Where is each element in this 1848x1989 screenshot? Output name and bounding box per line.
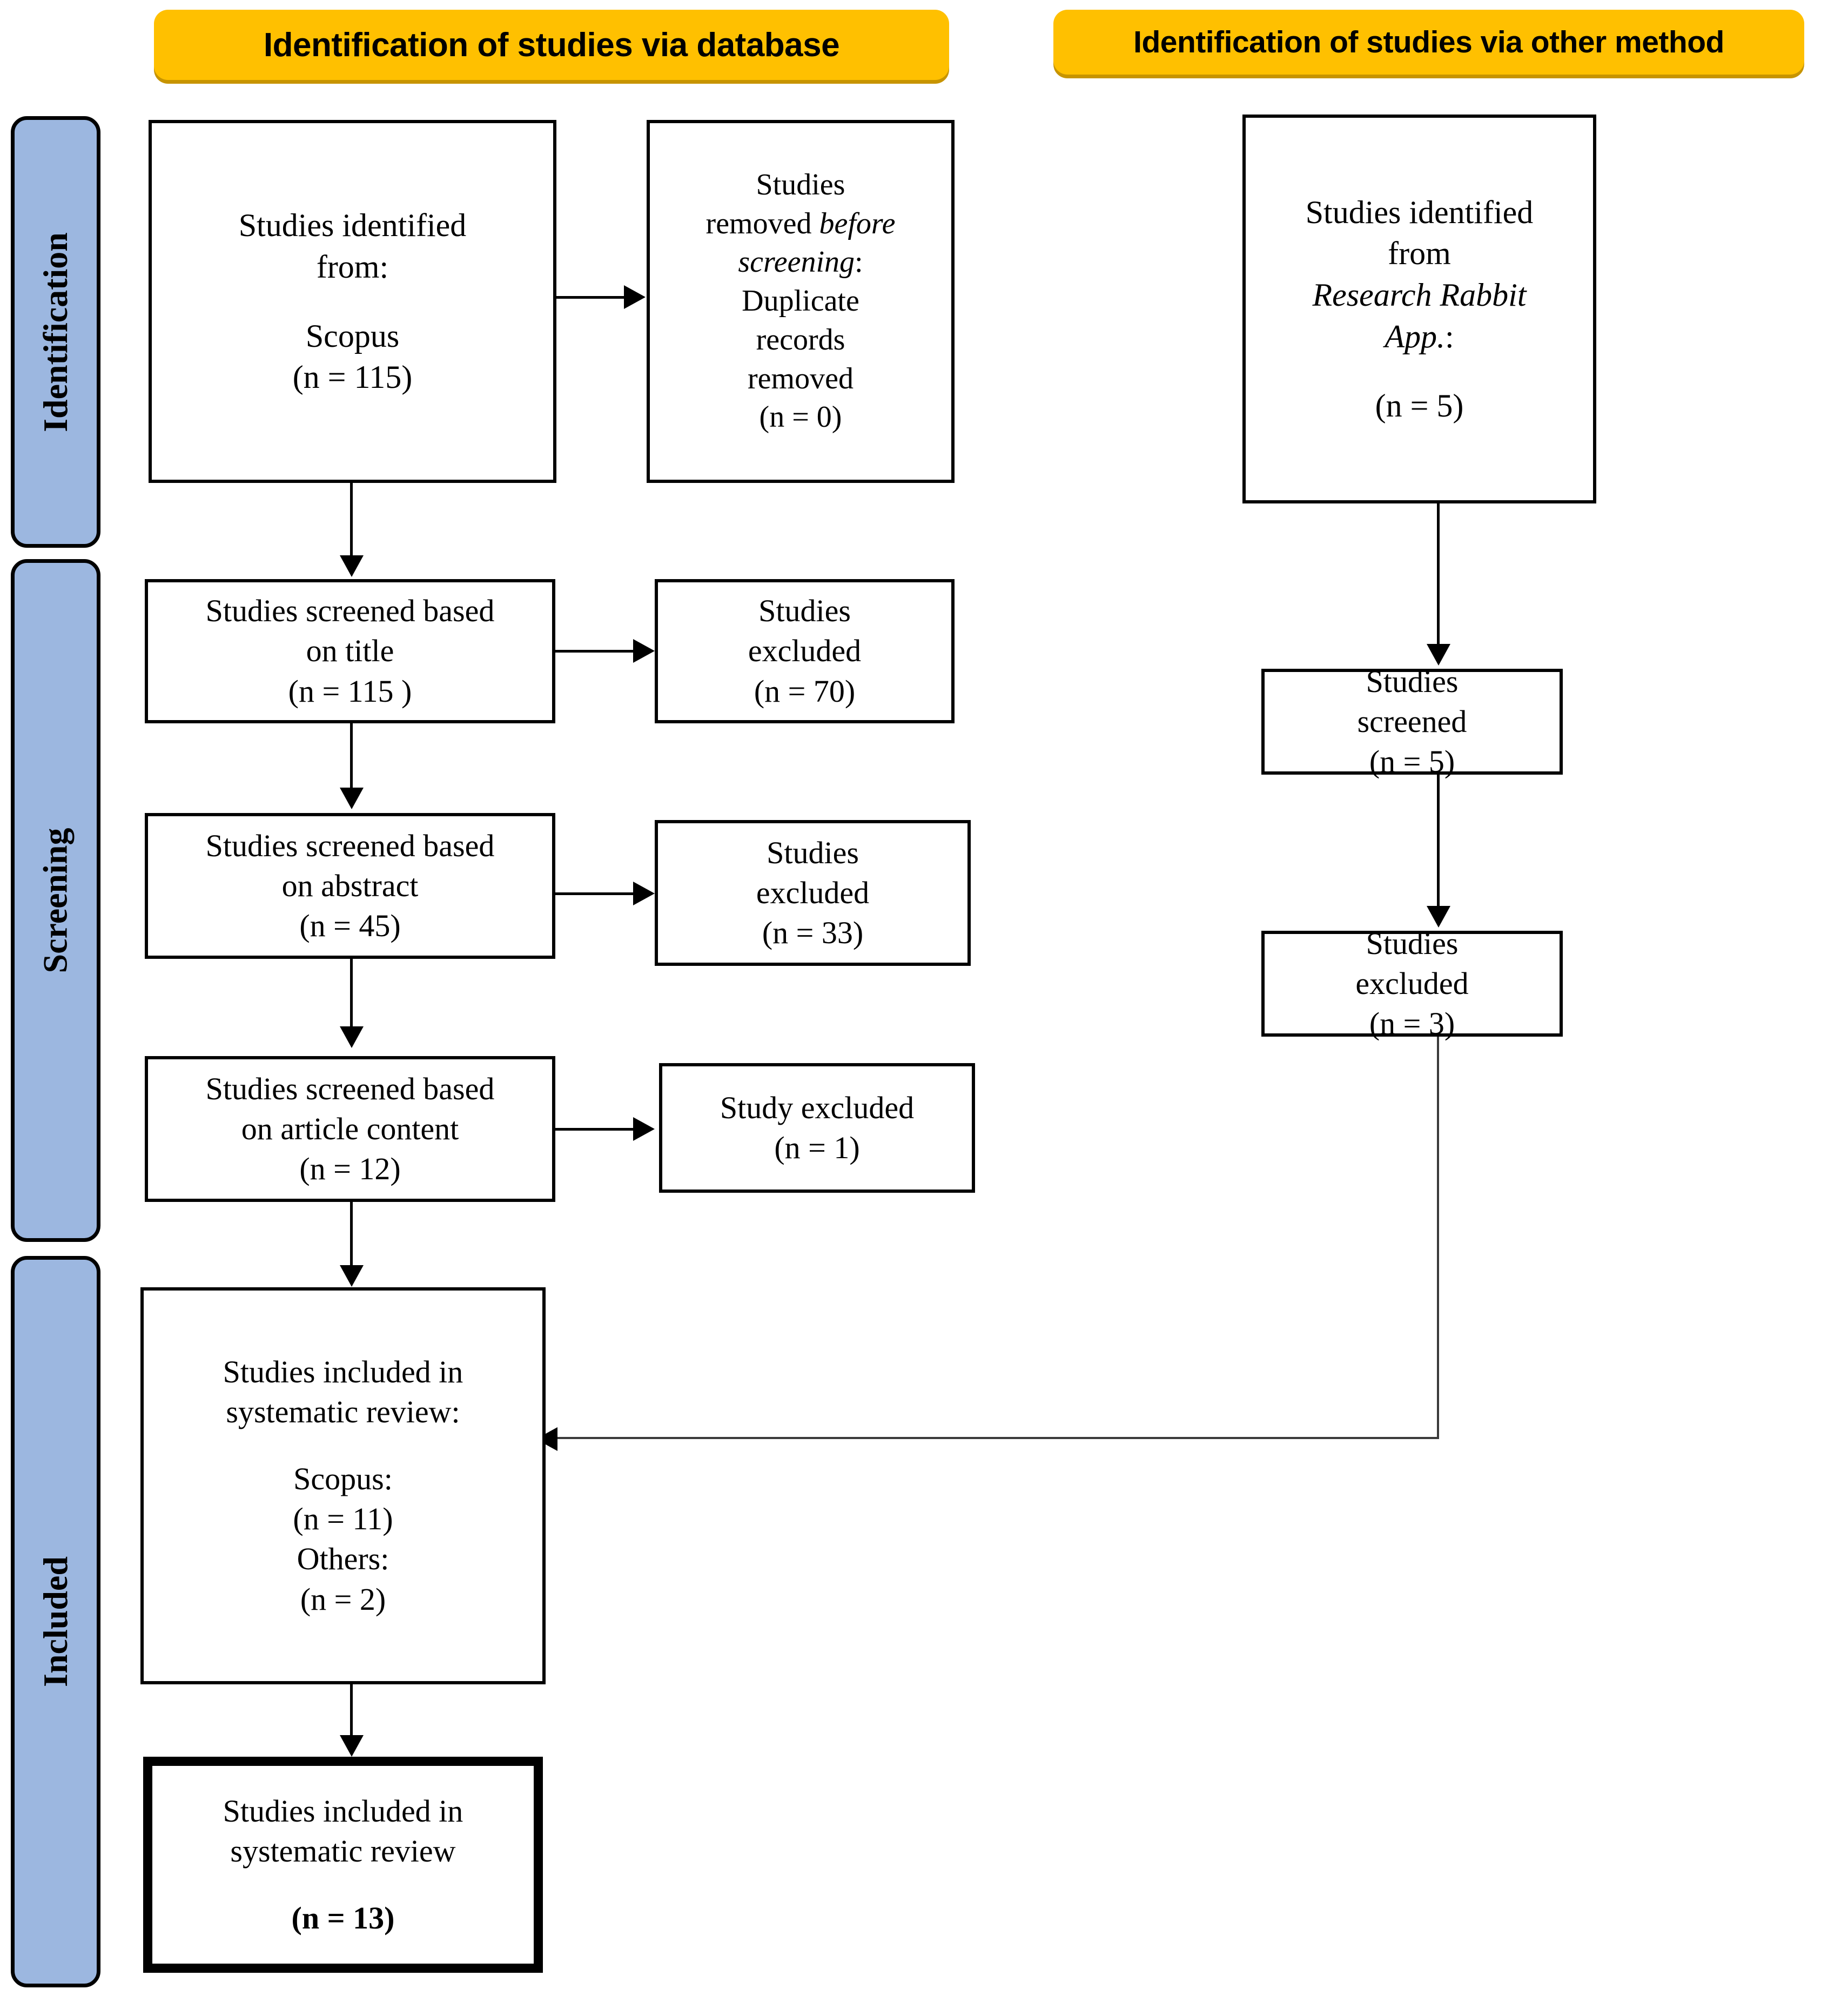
line-excluded-content-1: Study excluded: [720, 1090, 915, 1125]
line-removed-removed: removed: [748, 361, 854, 395]
line-excluded-abstract-count: (n = 33): [762, 915, 864, 951]
arrowhead-content-to-included: [340, 1265, 364, 1287]
line-included-others-count: (n = 2): [300, 1581, 386, 1617]
line-from-label: from:: [316, 248, 389, 285]
line-removed-before: removed before: [705, 206, 896, 240]
box-studies-screened-abstract: Studies screened based on abstract (n = …: [145, 813, 555, 959]
line-screened-title-count: (n = 115 ): [288, 673, 412, 709]
line-final-2: systematic review: [230, 1833, 456, 1869]
line-other-excluded-2: excluded: [1355, 965, 1469, 1001]
banner-identification-database: Identification of studies via database: [154, 10, 949, 80]
line-other-from: from: [1388, 236, 1451, 272]
arrowhead-identified-to-screened-title: [340, 555, 364, 577]
connector-screened-title-to-excluded: [555, 650, 635, 653]
line-source-scopus: Scopus: [305, 318, 400, 354]
line-excluded-title-1: Studies: [758, 593, 851, 629]
line-removed-records: records: [756, 322, 845, 357]
connector-identified-to-screened-title: [350, 483, 353, 559]
line-excluded-abstract-2: excluded: [756, 875, 870, 910]
line-other-screened-count: (n = 5): [1369, 744, 1455, 780]
rail-label-included: Included: [36, 1556, 75, 1687]
box-studies-identified-database: Studies identified from: Scopus (n = 115…: [149, 120, 556, 483]
connector-title-to-abstract: [350, 723, 353, 791]
rail-included: Included: [11, 1256, 100, 1987]
line-other-screened-2: screened: [1357, 703, 1467, 739]
line-removed-count: (n = 0): [759, 400, 842, 434]
line-included-scopus-label: Scopus:: [293, 1461, 393, 1496]
box-final-studies-included: Studies included in systematic review (n…: [143, 1757, 543, 1973]
line-other-source: Research Rabbit: [1312, 277, 1527, 313]
arrowhead-title-to-abstract: [340, 788, 364, 809]
connector-included-to-final: [350, 1684, 353, 1738]
arrowhead-screened-abstract-to-excluded: [633, 882, 655, 905]
arrowhead-identified-to-removed: [624, 285, 646, 309]
rail-label-identification: Identification: [36, 232, 75, 432]
line-scopus-count: (n = 115): [292, 359, 413, 395]
box-other-studies-excluded: Studies excluded (n = 3): [1261, 926, 1563, 1041]
line-identified-from: Studies identified: [238, 207, 467, 243]
line-included-2: systematic review:: [226, 1394, 460, 1430]
connector-other-screened-to-excluded: [1437, 775, 1440, 907]
arrowhead-other-identified-to-screened: [1427, 644, 1450, 666]
connector-screened-abstract-to-excluded: [555, 892, 635, 895]
arrowhead-included-to-final: [340, 1735, 364, 1757]
line-excluded-title-2: excluded: [748, 633, 862, 669]
box-studies-identified-other-method: Studies identified from Research Rabbit …: [1242, 115, 1596, 503]
arrowhead-screened-content-to-excluded: [633, 1117, 655, 1141]
connector-other-identified-to-screened: [1437, 503, 1440, 645]
line-screened-content-2: on article content: [241, 1111, 459, 1146]
line-other-identified: Studies identified: [1305, 194, 1534, 230]
rail-label-screening: Screening: [36, 828, 75, 973]
connector-screened-content-to-excluded: [555, 1128, 635, 1131]
line-included-scopus-count: (n = 11): [293, 1501, 393, 1537]
box-other-studies-screened: Studies screened (n = 5): [1261, 664, 1563, 779]
line-excluded-content-count: (n = 1): [774, 1130, 860, 1165]
line-included-others-label: Others:: [297, 1541, 389, 1577]
box-studies-screened-title: Studies screened based on title (n = 115…: [145, 579, 555, 723]
rail-screening: Screening: [11, 559, 100, 1242]
box-studies-excluded-abstract: Studies excluded (n = 33): [655, 820, 971, 966]
box-studies-screened-article-content: Studies screened based on article conten…: [145, 1056, 555, 1202]
line-screened-title-2: on title: [306, 633, 394, 669]
arrowhead-abstract-to-content: [340, 1026, 364, 1048]
line-final-count: (n = 13): [291, 1900, 395, 1936]
line-screened-content-count: (n = 12): [299, 1151, 401, 1187]
connector-identified-to-removed: [556, 296, 626, 299]
line-final-1: Studies included in: [223, 1793, 463, 1829]
box-study-excluded-article-content: Study excluded (n = 1): [659, 1063, 975, 1193]
rail-identification: Identification: [11, 116, 100, 548]
line-screened-title-1: Studies screened based: [205, 593, 495, 629]
line-removed-studies: Studies: [756, 168, 845, 202]
box-studies-included-systematic-review: Studies included in systematic review: S…: [140, 1287, 546, 1684]
connector-other-to-included-vertical: [1437, 1037, 1439, 1439]
line-removed-duplicate: Duplicate: [742, 284, 859, 318]
line-included-1: Studies included in: [223, 1354, 463, 1390]
line-other-app: App.:: [1385, 318, 1454, 354]
line-screened-abstract-count: (n = 45): [299, 908, 401, 944]
banner-identification-other-method: Identification of studies via other meth…: [1053, 10, 1804, 75]
line-excluded-title-count: (n = 70): [754, 673, 856, 709]
arrowhead-screened-title-to-excluded: [633, 639, 655, 663]
connector-abstract-to-content: [350, 959, 353, 1029]
box-studies-removed-before-screening: Studies removed before screening: Duplic…: [647, 120, 955, 483]
line-removed-screening: screening:: [738, 245, 863, 279]
box-studies-excluded-title: Studies excluded (n = 70): [655, 579, 955, 723]
line-other-excluded-count: (n = 3): [1369, 1006, 1455, 1041]
connector-content-to-included: [350, 1202, 353, 1268]
line-screened-abstract-1: Studies screened based: [205, 828, 495, 863]
line-screened-abstract-2: on abstract: [281, 868, 419, 903]
line-other-excluded-1: Studies: [1366, 925, 1459, 961]
line-other-count: (n = 5): [1375, 387, 1464, 424]
arrowhead-other-screened-to-excluded: [1427, 906, 1450, 928]
connector-other-to-included-horizontal: [546, 1437, 1439, 1439]
line-other-screened-1: Studies: [1366, 663, 1459, 699]
line-excluded-abstract-1: Studies: [767, 835, 859, 870]
line-screened-content-1: Studies screened based: [205, 1071, 495, 1106]
